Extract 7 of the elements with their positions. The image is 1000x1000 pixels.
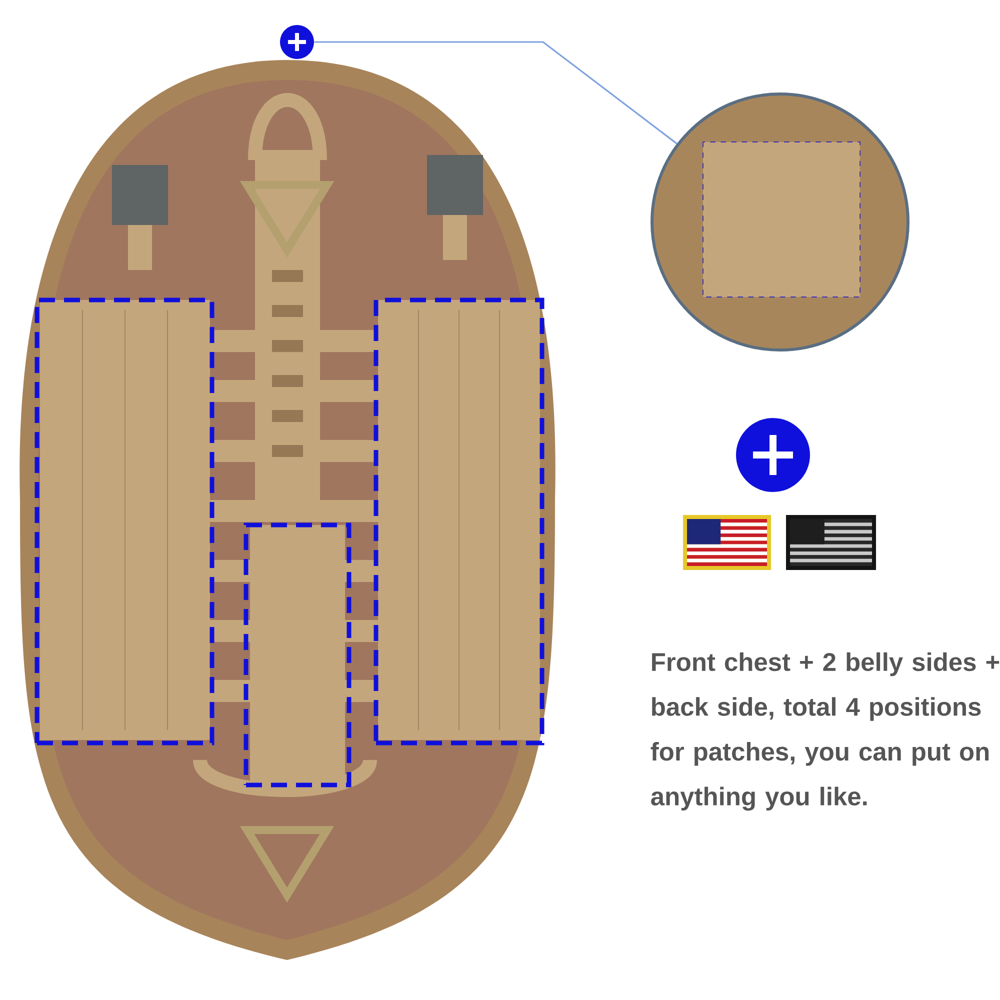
inset-picture — [650, 92, 910, 352]
leader-line — [314, 41, 678, 144]
plus-marker — [280, 25, 314, 59]
dashed-outline — [34, 298, 214, 746]
dashed-outline — [374, 298, 544, 746]
dashed-outline — [244, 522, 352, 788]
description-text: Front chest + 2 belly sides + back side, total 4 positions for patches, you can put on anything you like. — [650, 652, 1000, 811]
